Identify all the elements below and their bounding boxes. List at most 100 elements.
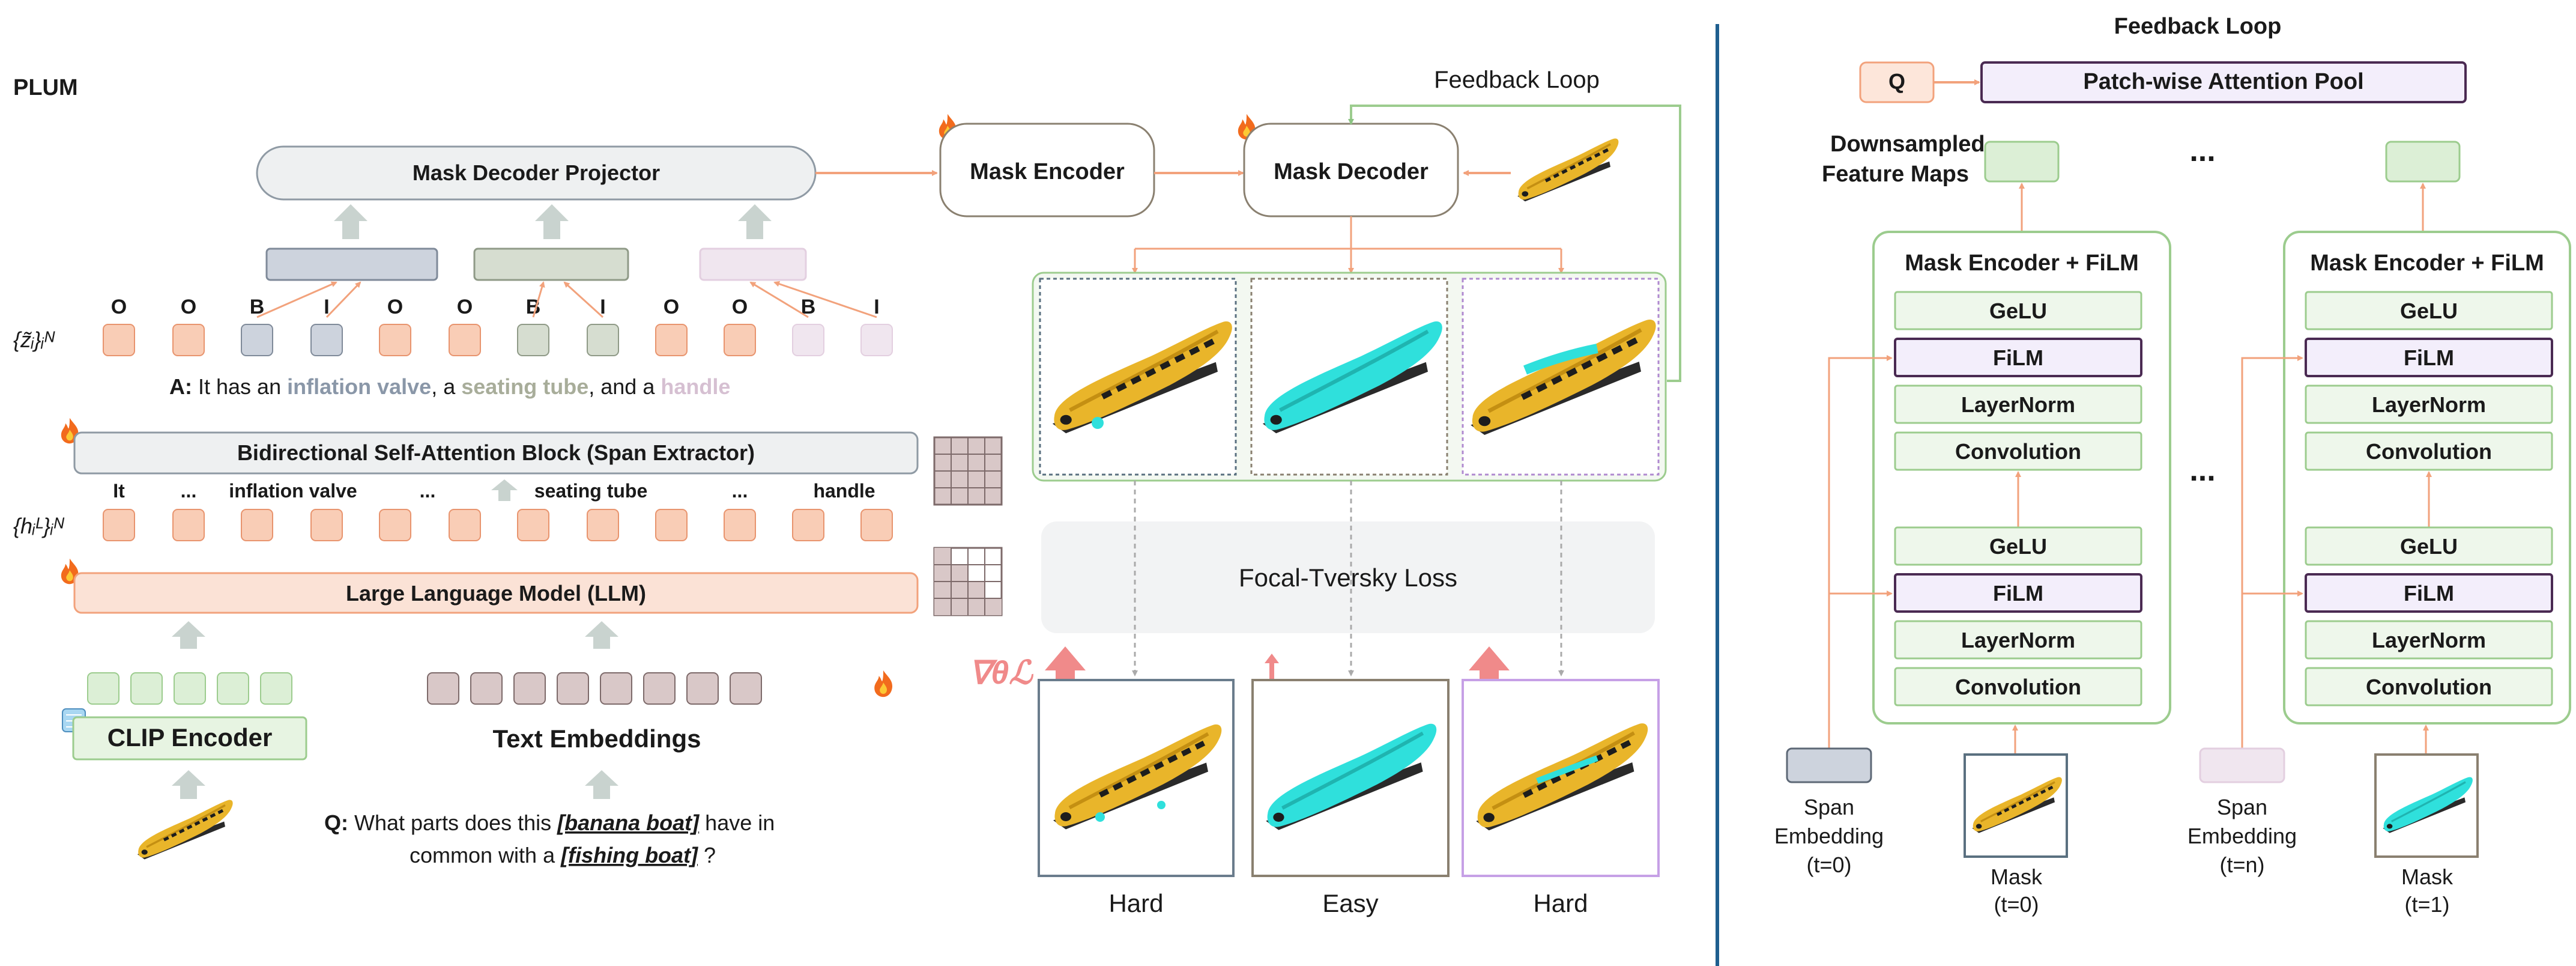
hidden-token xyxy=(724,509,756,541)
patch-wise-attention-pool: Patch-wise Attention Pool xyxy=(1980,61,2467,103)
visual-token xyxy=(260,672,292,705)
bio-tag: O xyxy=(181,296,196,318)
hidden-token xyxy=(310,509,343,541)
token-word: It xyxy=(113,480,125,502)
z-token xyxy=(860,324,893,356)
gradient-arrow-large xyxy=(1045,646,1086,708)
z-token-row xyxy=(103,324,893,356)
decoder-fanout-arrows xyxy=(1132,216,1564,274)
causal-grid-icon xyxy=(933,547,1003,616)
layer-convolution xyxy=(2305,667,2553,706)
up-arrow xyxy=(172,621,205,649)
visual-token xyxy=(217,672,249,705)
mask-label: Mask xyxy=(1991,864,2043,889)
hidden-token xyxy=(379,509,411,541)
span-embedding-label: Span xyxy=(2217,795,2267,819)
gradient-label: ∇θℒ xyxy=(969,655,1033,691)
svg-text:FiLM: FiLM xyxy=(2404,581,2454,606)
mask-decoder-label: Mask Decoder xyxy=(1274,159,1429,184)
text-token xyxy=(730,672,762,705)
focal-tversky-loss-block: Focal-Tversky Loss xyxy=(1041,521,1655,633)
text-token xyxy=(643,672,676,705)
downsampled-label-line-1: Downsampled xyxy=(1830,132,1985,157)
visual-token-row xyxy=(87,672,292,705)
span-pooling-arrows xyxy=(256,281,877,318)
ground-truth-masks xyxy=(1038,679,1660,877)
z-token xyxy=(724,324,756,356)
z-token xyxy=(241,324,273,356)
mask-time: (t=1) xyxy=(2404,892,2449,917)
feedback-loop-path xyxy=(1348,105,1681,382)
layer-gelu xyxy=(1894,526,2142,566)
text-embeddings-label: Text Embeddings xyxy=(493,724,701,753)
svg-text:LayerNorm: LayerNorm xyxy=(2372,392,2486,417)
gradient-arrow-large xyxy=(1469,646,1510,708)
mask-decoder-block: Mask Decoder xyxy=(1243,123,1459,217)
token-word: seating tube xyxy=(534,480,647,502)
llm-label: Large Language Model (LLM) xyxy=(346,581,646,606)
z-token xyxy=(379,324,411,356)
text-token xyxy=(470,672,503,705)
bio-tag: O xyxy=(732,296,748,318)
svg-text:GeLU: GeLU xyxy=(2400,299,2458,323)
token-word: ... xyxy=(732,480,748,502)
layer-film xyxy=(2305,573,2553,613)
text-token xyxy=(686,672,719,705)
span-embedding-pooled-3 xyxy=(699,248,807,281)
svg-text:Convolution: Convolution xyxy=(1955,675,2081,699)
hidden-token xyxy=(172,509,205,541)
question-line-2: common with a [fishing boat] ? xyxy=(410,843,716,867)
up-arrow xyxy=(585,770,618,799)
token-word: inflation valve xyxy=(229,480,357,502)
question-line-1: Q: What parts does this [banana boat] ha… xyxy=(324,810,775,835)
bio-tags: O O B I O O B I O O B I xyxy=(111,296,880,318)
answer-sentence: A: It has an inflation valve, a seating … xyxy=(169,374,730,399)
svg-text:Convolution: Convolution xyxy=(1955,439,2081,464)
layer-gelu xyxy=(2305,526,2553,566)
span-embedding-label: Span xyxy=(1804,795,1854,819)
text-token xyxy=(427,672,459,705)
mask-encoder-film-block-t0: Mask Encoder + FiLM GeLU FiLM LayerNorm … xyxy=(1872,231,2171,724)
bio-tag: I xyxy=(600,296,605,318)
text-token xyxy=(600,672,632,705)
svg-text:GeLU: GeLU xyxy=(1989,299,2047,323)
token-word: ... xyxy=(181,480,197,502)
svg-text:Convolution: Convolution xyxy=(2366,675,2492,699)
visual-token xyxy=(130,672,163,705)
layer-layernorm xyxy=(1894,384,2142,424)
z-token xyxy=(449,324,481,356)
span-embedding-pooled-2 xyxy=(473,248,629,281)
bio-tag: O xyxy=(111,296,127,318)
hidden-token xyxy=(792,509,824,541)
banana-boat-image xyxy=(138,800,233,860)
up-arrow xyxy=(172,770,205,799)
difficulty-label: Hard xyxy=(1108,889,1163,917)
predicted-masks xyxy=(1032,272,1667,482)
mask-decoder-projector: Mask Decoder Projector xyxy=(256,145,817,201)
svg-text:GeLU: GeLU xyxy=(2400,534,2458,559)
layer-film xyxy=(2305,338,2553,377)
span-extractor-block: Bidirectional Self-Attention Block (Span… xyxy=(73,431,919,475)
mask-decoder-projector-label: Mask Decoder Projector xyxy=(413,160,660,185)
panel-title: PLUM xyxy=(13,75,78,100)
span-embedding-time: (t=n) xyxy=(2219,852,2264,877)
hidden-token xyxy=(449,509,481,541)
feature-map-tn xyxy=(2385,141,2461,183)
hidden-token xyxy=(103,509,135,541)
hidden-token xyxy=(860,509,893,541)
z-token xyxy=(172,324,205,356)
span-embedding-label: Embedding xyxy=(2187,824,2297,848)
loss-connectors xyxy=(1132,481,1564,676)
layer-gelu xyxy=(1894,291,2142,330)
bio-tag: I xyxy=(324,296,329,318)
clip-encoder-block: CLIP Encoder xyxy=(72,716,307,761)
span-embedding-token-t0 xyxy=(1786,747,1872,783)
ellipsis: ... xyxy=(2189,453,2215,488)
layer-gelu xyxy=(2305,291,2553,330)
z-token xyxy=(517,324,549,356)
bio-tag: O xyxy=(457,296,473,318)
up-arrow xyxy=(585,621,618,649)
difficulty-label: Easy xyxy=(1322,889,1378,917)
hidden-state-row xyxy=(103,509,893,541)
